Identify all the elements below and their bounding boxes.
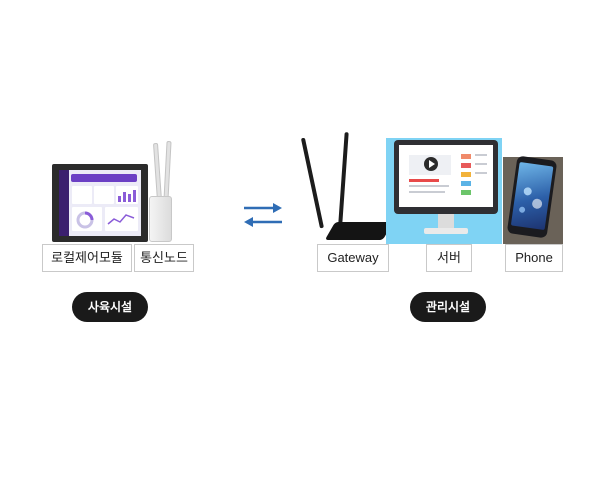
phone-label: Phone	[505, 244, 563, 272]
gateway-label: Gateway	[317, 244, 389, 272]
local-control-module-label: 로컬제어모듈	[42, 244, 132, 272]
line-graph-icon	[107, 214, 135, 225]
communication-node-label: 통신노드	[134, 244, 194, 272]
bidirectional-arrow-icon	[244, 203, 282, 227]
bar-graph-icon	[118, 190, 136, 202]
server-monitor-image	[394, 140, 498, 214]
play-icon	[424, 157, 438, 171]
server-label: 서버	[426, 244, 472, 272]
local-control-module-image	[52, 164, 148, 242]
management-facility-pill: 관리시설	[410, 292, 486, 322]
panel-screen	[59, 170, 141, 236]
gauge-icon	[76, 211, 94, 229]
breeding-facility-pill: 사육시설	[72, 292, 148, 322]
